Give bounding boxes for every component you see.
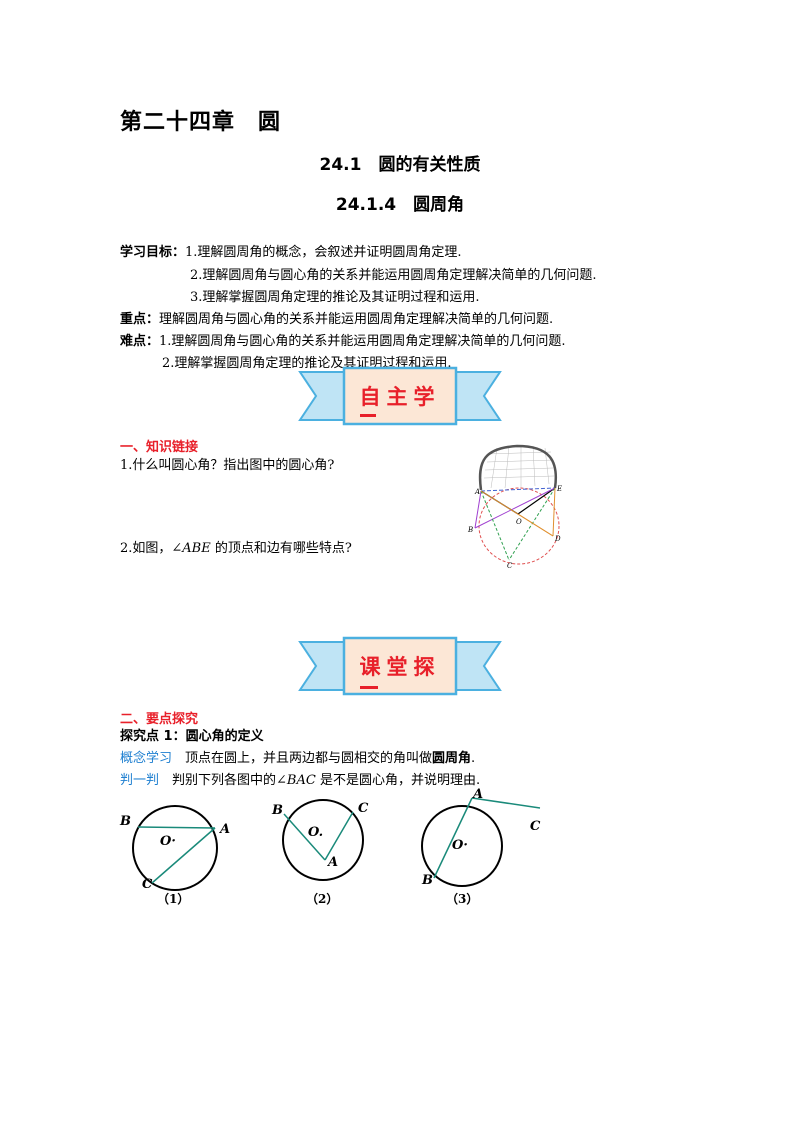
concept-label: 概念学习 <box>120 751 173 766</box>
knowledge-heading: 一、知识链接 <box>120 440 199 455</box>
figure-label-b: B <box>467 526 473 534</box>
section-title: 24.1 圆的有关性质 <box>319 155 481 175</box>
subsection-title: 24.1.4 圆周角 <box>335 195 465 215</box>
diagram-2-caption: （2） <box>306 891 338 906</box>
diagram-2: B C O. A （2） <box>271 799 369 906</box>
figure-label-o: O <box>516 518 522 526</box>
diagram-1-label-a: A <box>218 822 230 837</box>
banner-text: 自主学 <box>360 384 441 409</box>
angle-bac: ∠BAC <box>276 773 316 788</box>
figure-label-e: E <box>556 485 562 493</box>
concept-line: 概念学习 顶点在圆上，并且两边都与圆相交的角叫做圆周角. <box>120 748 475 770</box>
objectives-line-1: 学习目标：1.理解圆周角的概念，会叙述并证明圆周角定理. <box>120 242 462 264</box>
angle-abe: ∠ABE <box>171 541 211 556</box>
diagram-3-label-c: C <box>530 819 541 834</box>
objective-item: 3.理解掌握圆周角定理的推论及其证明过程和运用. <box>190 290 480 305</box>
circle-angle-figure: A E B O D C <box>467 444 562 570</box>
concept-end: . <box>471 751 476 766</box>
explore-point-1: 探究点 1：圆心角的定义 <box>120 729 264 744</box>
judge-line: 判一判 判别下列各图中的∠BAC 是不是圆心角，并说明理由. <box>120 770 480 792</box>
diagram-3-label-a: A <box>471 787 483 802</box>
key-point-label: 重点： <box>120 312 160 327</box>
difficulty-line-1: 难点：1.理解圆周角与圆心角的关系并能运用圆周角定理解决简单的几何问题. <box>120 331 566 353</box>
diagram-3-caption: （3） <box>446 891 478 906</box>
question-2: 2.如图，∠ABE 的顶点和边有哪些特点? <box>120 538 352 560</box>
objective-item: 1.理解圆周角的概念，会叙述并证明圆周角定理. <box>185 245 462 260</box>
banner-text: 课堂探 <box>360 654 441 679</box>
diagram-2-label-c: C <box>358 801 369 816</box>
difficulty-item: 1.理解圆周角与圆心角的关系并能运用圆周角定理解决简单的几何问题. <box>159 334 566 349</box>
banner-self-study: 自主学 <box>298 366 502 426</box>
diagram-3-label-o: O· <box>452 838 468 853</box>
objective-item: 2.理解圆周角与圆心角的关系并能运用圆周角定理解决简单的几何问题. <box>190 268 597 283</box>
explore-heading: 二、要点探究 <box>120 712 199 727</box>
diagram-2-label-b: B <box>271 803 283 818</box>
figure-label-c: C <box>507 562 513 570</box>
diagram-2-label-o: O. <box>308 825 323 840</box>
judge-suffix: 是不是圆心角，并说明理由. <box>315 773 481 788</box>
diagram-2-label-a: A <box>326 855 338 870</box>
diagram-1-label-o: O· <box>160 834 176 849</box>
diagram-1: B O· A C （1） <box>119 805 230 906</box>
figure-label-a: A <box>474 488 480 496</box>
diagram-3-label-b: B <box>421 873 433 888</box>
figure-label-d: D <box>554 535 561 543</box>
diagram-1-caption: （1） <box>157 891 189 906</box>
concept-term: 圆周角 <box>432 751 472 766</box>
diagram-3: A C O· B （3） <box>421 787 541 906</box>
objectives-label: 学习目标： <box>120 245 186 260</box>
judge-label: 判一判 <box>120 773 160 788</box>
question-2-prefix: 2.如图， <box>120 541 172 556</box>
question-2-suffix: 的顶点和边有哪些特点? <box>210 541 352 556</box>
key-point-text: 理解圆周角与圆心角的关系并能运用圆周角定理解决简单的几何问题. <box>159 312 554 327</box>
diagram-1-label-c: C <box>142 877 153 892</box>
concept-text: 顶点在圆上，并且两边都与圆相交的角叫做 <box>172 751 433 766</box>
question-1: 1.什么叫圆心角？指出图中的圆心角? <box>120 458 335 473</box>
chapter-title: 第二十四章 圆 <box>120 110 282 135</box>
diagram-1-label-b: B <box>119 814 131 829</box>
banner-class-explore: 课堂探 <box>298 636 502 696</box>
key-point: 重点：理解圆周角与圆心角的关系并能运用圆周角定理解决简单的几何问题. <box>120 309 553 331</box>
judge-prefix: 判别下列各图中的 <box>159 773 277 788</box>
difficulty-label: 难点： <box>120 334 160 349</box>
